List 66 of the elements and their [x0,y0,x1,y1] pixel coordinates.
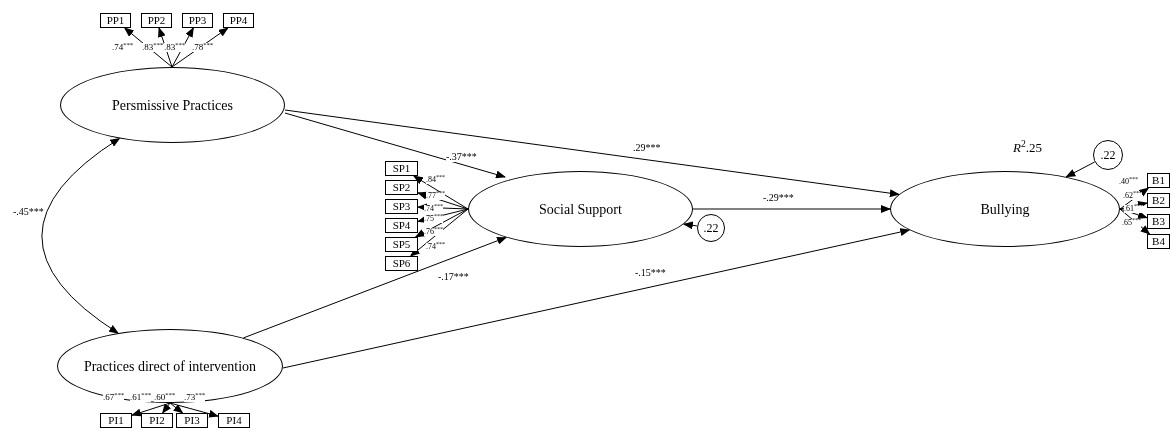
edge-label: .40$^{***}$ [1119,178,1138,186]
indicator-box: PI4 [218,413,250,428]
indicator-box: PI3 [176,413,208,428]
indicator-box: PP1 [100,13,131,28]
indicator-box: PI1 [100,413,132,428]
edge-label: .61$^{***}$ [130,393,152,402]
indicator-box: PP3 [182,13,213,28]
indicator-box: SP2 [385,180,418,195]
edge-label: .65$^{***}$ [1122,219,1141,227]
arrow [412,175,469,210]
arrow [243,236,507,339]
arrow [409,208,469,257]
arrow [682,221,698,230]
arrow [282,228,911,369]
arrow [131,402,171,417]
edge-label: .84$^{***}$ [426,176,445,184]
edge-label: -.45*** [13,207,44,217]
arrow [158,27,173,68]
indicator-box: B1 [1147,173,1170,188]
edge-label: .74$^{***}$ [112,43,134,52]
edge-label: .60$^{***}$ [154,393,176,402]
arrow [417,203,469,212]
arrow [1119,208,1151,235]
arrow [171,27,194,68]
indicator-box: B4 [1147,234,1170,249]
latent-variable-ellipse: Bullying [890,171,1120,247]
edge-label: .67$^{***}$ [103,393,125,402]
arrow [171,27,229,68]
arrow [41,137,121,334]
arrow [284,109,900,198]
edge-label: .83$^{***}$ [142,43,164,52]
edge-label: -.37*** [446,152,477,162]
arrow [169,402,219,418]
indicator-box: B3 [1147,214,1170,229]
edge-label: .74$^{***}$ [424,205,443,213]
indicator-box: PP4 [223,13,254,28]
indicator-box: SP3 [385,199,418,214]
latent-variable-ellipse: Persmissive Practices [60,67,285,143]
indicator-box: PI2 [141,413,173,428]
arrow [692,205,891,213]
edge-label: -.29*** [763,193,794,203]
indicator-box: PP2 [141,13,172,28]
arrow [1119,187,1150,210]
arrow [414,208,469,238]
arrow [284,112,506,179]
edge-label: .75$^{***}$ [424,215,443,223]
arrow [1119,208,1148,219]
latent-variable-ellipse: Social Support [468,171,693,247]
edge-label: .73$^{***}$ [184,393,206,402]
edge-label: -.15*** [635,268,666,278]
edge-label: .83$^{***}$ [164,43,186,52]
r-squared-label: R$^{2}$.25 [1013,141,1043,154]
edge-label: .29*** [633,143,661,153]
edge-label: .74$^{***}$ [426,243,445,251]
edge-label: .76$^{***}$ [424,228,443,236]
arrow [169,402,184,414]
arrow [162,402,172,414]
indicator-box: SP5 [385,237,418,252]
indicator-box: SP6 [385,256,418,271]
edge-label: .78$^{***}$ [192,43,214,52]
edge-label: .77$^{***}$ [426,192,445,200]
indicator-box: SP1 [385,161,418,176]
arrow [123,27,173,68]
edge-label: -.17*** [438,272,469,282]
indicator-box: SP4 [385,218,418,233]
indicator-box: B2 [1147,193,1170,208]
